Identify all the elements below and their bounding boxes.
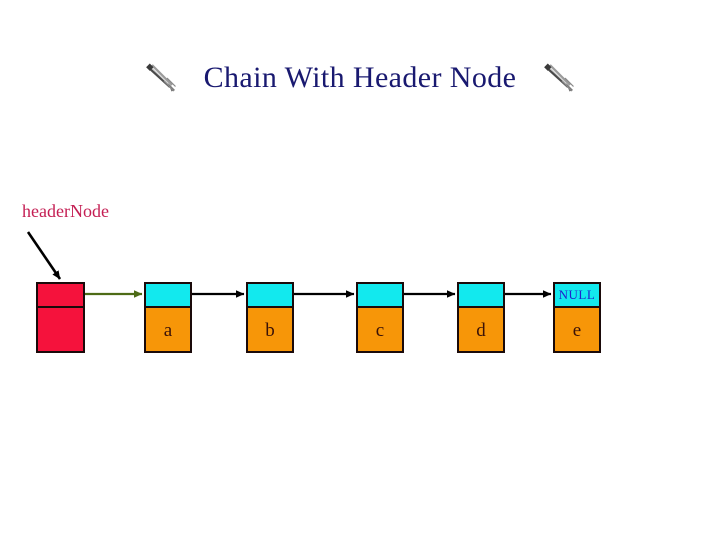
header-node-data-field bbox=[38, 310, 83, 351]
chain-node-d[interactable]: d bbox=[457, 282, 505, 353]
header-node-box[interactable] bbox=[36, 282, 85, 353]
chain-node-e-null-label: NULL bbox=[558, 287, 596, 302]
chain-node-b-link-field bbox=[248, 284, 292, 308]
slide-title-bar: Chain With Header Node bbox=[0, 55, 720, 101]
chain-node-a[interactable]: a bbox=[144, 282, 192, 353]
chain-node-d-link-field bbox=[459, 284, 503, 308]
pen-clipart-icon-right bbox=[544, 63, 575, 92]
chain-node-a-data-field: a bbox=[146, 310, 190, 351]
chain-node-c-link-field bbox=[358, 284, 402, 308]
chain-node-b[interactable]: b bbox=[246, 282, 294, 353]
page-title: Chain With Header Node bbox=[203, 61, 517, 94]
chain-node-d-data-field: d bbox=[459, 310, 503, 351]
header-node-link-field bbox=[38, 284, 83, 308]
chain-node-e-data-field: e bbox=[555, 310, 599, 351]
chain-node-a-link-field bbox=[146, 284, 190, 308]
pen-clipart-icon-left bbox=[145, 63, 176, 92]
chain-node-b-data-field: b bbox=[248, 310, 292, 351]
chain-node-c[interactable]: c bbox=[356, 282, 404, 353]
chain-node-e-link-field: NULL bbox=[555, 284, 599, 308]
chain-node-e[interactable]: NULL e bbox=[553, 282, 601, 353]
chain-node-c-data-field: c bbox=[358, 310, 402, 351]
header-label-pointer-arrow bbox=[26, 231, 62, 280]
header-node-label: headerNode bbox=[22, 201, 109, 221]
